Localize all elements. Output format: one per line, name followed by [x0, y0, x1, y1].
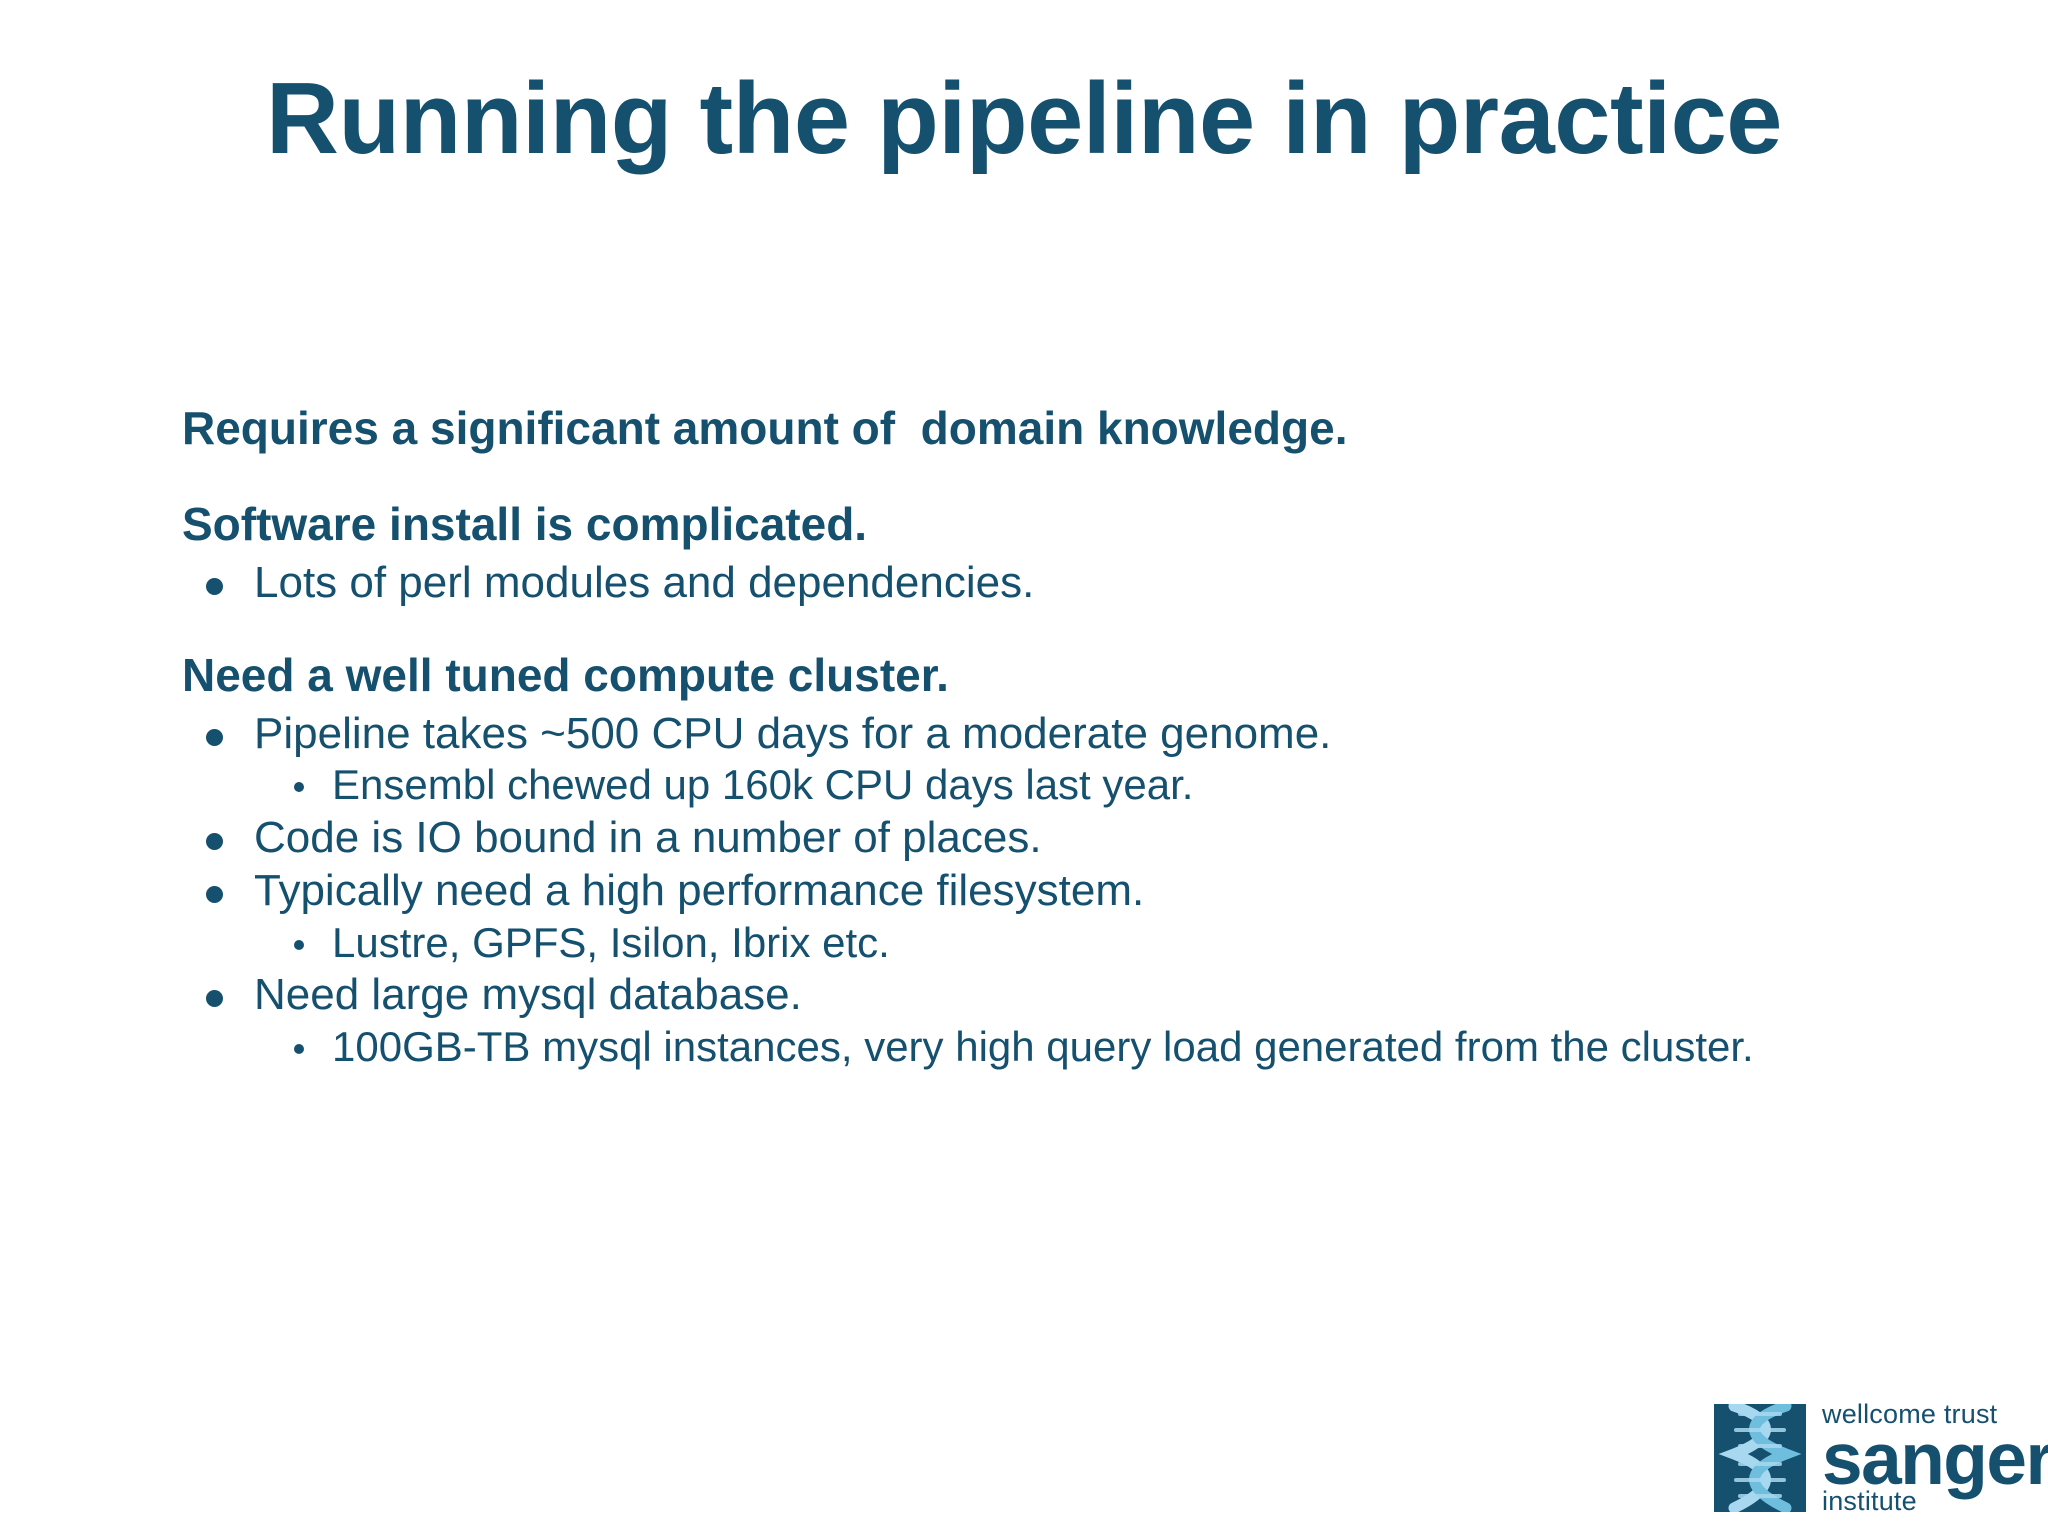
sub-list-item: Lustre, GPFS, Isilon, Ibrix etc.	[254, 918, 1972, 969]
content-group: Software install is complicated. Lots of…	[182, 496, 1972, 609]
content-group: Need a well tuned compute cluster. Pipel…	[182, 647, 1972, 1072]
bullet-list: Pipeline takes ~500 CPU days for a moder…	[182, 707, 1972, 1072]
list-item: Lots of perl modules and dependencies.	[182, 556, 1972, 609]
list-item: Pipeline takes ~500 CPU days for a moder…	[182, 707, 1972, 811]
group-heading: Software install is complicated.	[182, 497, 868, 550]
sub-bullet-list: Ensembl chewed up 160k CPU days last yea…	[254, 760, 1972, 811]
sanger-institute-logo: wellcome trust sanger institute	[1714, 1399, 2048, 1516]
logo-line-institute: institute	[1822, 1486, 1917, 1516]
sub-list-item: 100GB-TB mysql instances, very high quer…	[254, 1022, 1972, 1073]
slide-body: Requires a significant amount of domain …	[182, 400, 1972, 1072]
sub-bullet-list: Lustre, GPFS, Isilon, Ibrix etc.	[254, 918, 1972, 969]
logo-wordmark: wellcome trust sanger institute	[1822, 1399, 2048, 1516]
content-group: Requires a significant amount of domain …	[182, 400, 1972, 458]
bullet-text: Code is IO bound in a number of places.	[254, 813, 1042, 863]
sub-bullet-list: 100GB-TB mysql instances, very high quer…	[254, 1022, 1972, 1073]
group-heading: Need a well tuned compute cluster.	[182, 649, 949, 702]
bullet-list: Lots of perl modules and dependencies.	[182, 556, 1972, 609]
list-item: Typically need a high performance filesy…	[182, 864, 1972, 968]
bullet-text: Typically need a high performance filesy…	[254, 866, 1145, 916]
logo-line-sanger: sanger	[1822, 1419, 2048, 1500]
bullet-text: Pipeline takes ~500 CPU days for a moder…	[254, 709, 1332, 759]
dna-helix-icon	[1714, 1404, 1806, 1512]
logo-line-wellcome-trust: wellcome trust	[1822, 1399, 1998, 1429]
list-item: Need large mysql database. 100GB-TB mysq…	[182, 968, 1972, 1072]
list-item: Code is IO bound in a number of places.	[182, 811, 1972, 864]
group-heading: Requires a significant amount of domain …	[182, 402, 1348, 454]
bullet-text: Lots of perl modules and dependencies.	[254, 557, 1035, 607]
slide-title: Running the pipeline in practice	[266, 63, 1782, 175]
bullet-text: Need large mysql database.	[254, 970, 802, 1020]
sub-list-item: Ensembl chewed up 160k CPU days last yea…	[254, 760, 1972, 811]
